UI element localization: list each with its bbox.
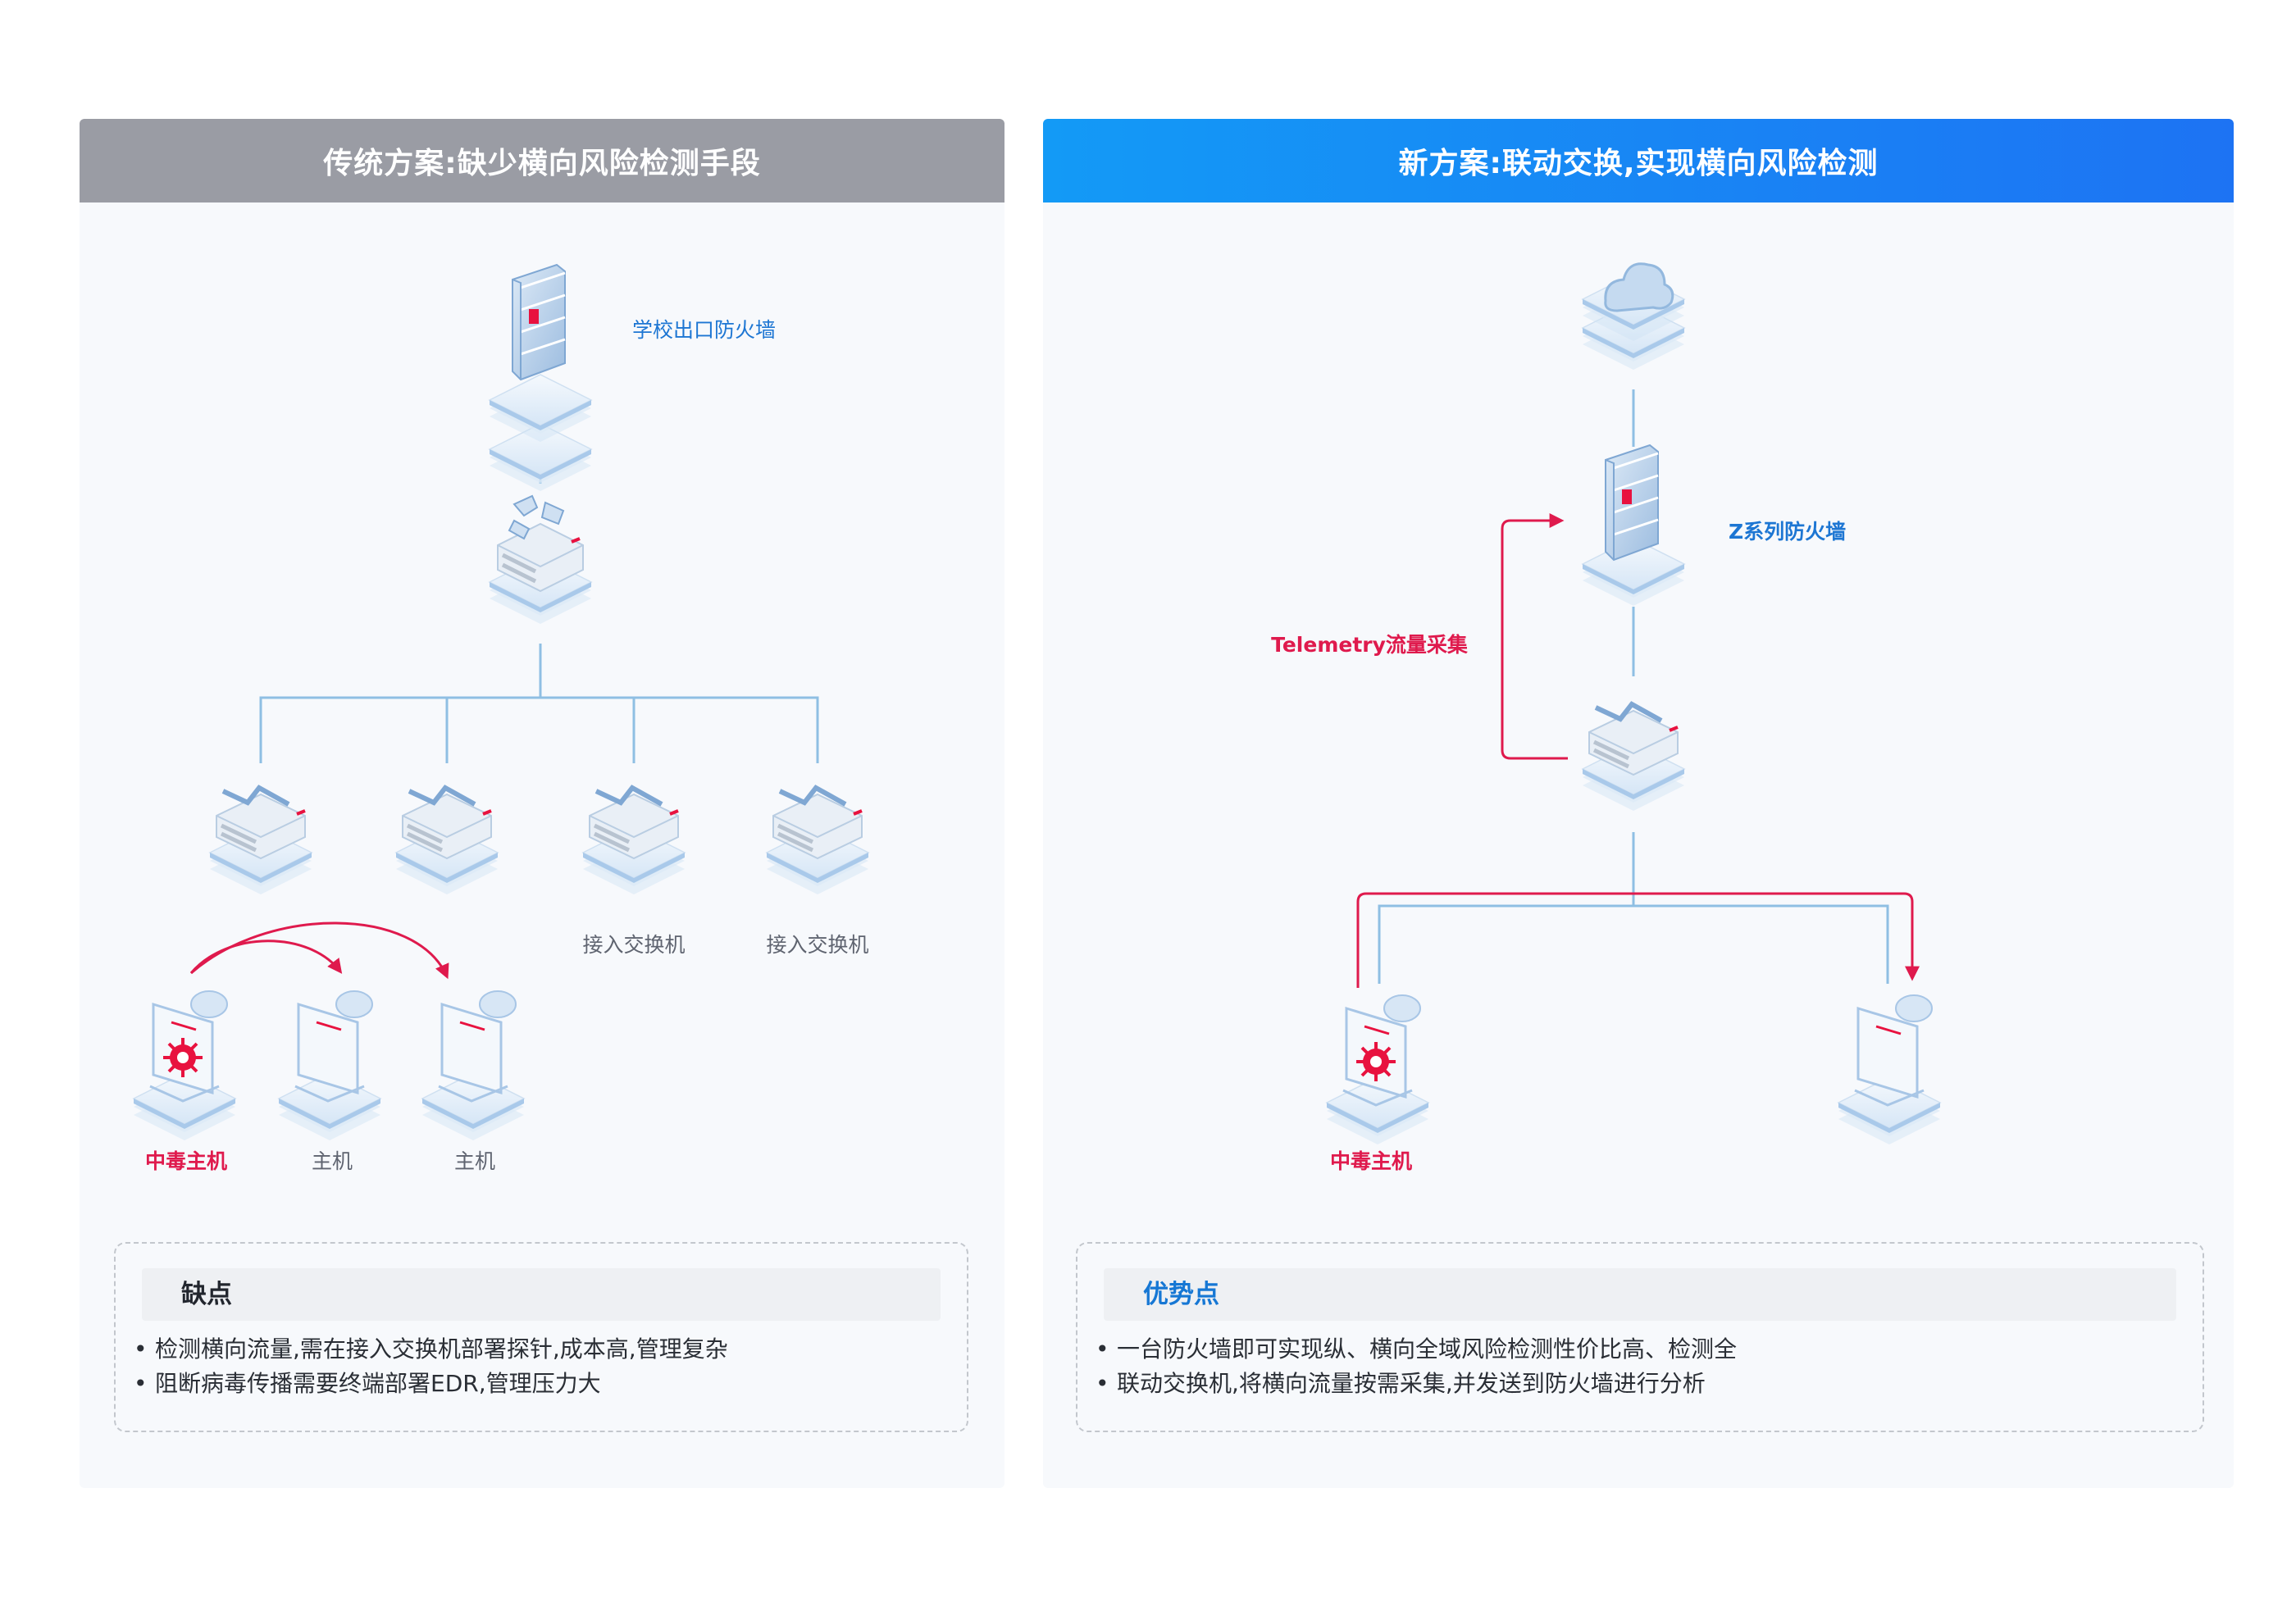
infected-host-icon	[1326, 994, 1429, 1145]
host-icon	[1838, 994, 1941, 1145]
access-switch-icons	[209, 785, 869, 895]
host-label: 主机	[453, 1149, 496, 1173]
host-icons	[133, 990, 525, 1141]
list-item: 一台防火墙即可实现纵、横向全域风险检测性价比高、检测全	[1096, 1332, 1737, 1367]
infected-host-label: 中毒主机	[144, 1149, 228, 1173]
lateral-spread-arrows	[189, 921, 449, 980]
access-switch-label: 接入交换机	[582, 933, 686, 957]
cloud-icon	[1582, 262, 1685, 371]
virus-icon	[163, 1038, 203, 1077]
access-switch-label: 接入交换机	[766, 933, 869, 957]
virus-icon	[1356, 1042, 1396, 1081]
firewall-icon	[489, 263, 592, 492]
new-topology-diagram	[1326, 262, 1941, 1145]
telemetry-arrow	[1501, 513, 1568, 760]
new-solution-header: 新方案:联动交换,实现横向风险检测	[1043, 119, 2234, 202]
advantages-title: 优势点	[1104, 1268, 2176, 1321]
infected-host-label: 中毒主机	[1329, 1149, 1413, 1173]
switch-icon	[1582, 701, 1685, 812]
host-icon	[421, 990, 525, 1141]
traditional-topology-diagram	[133, 263, 869, 1141]
traffic-path-arrow	[1356, 892, 1920, 988]
telemetry-label: Telemetry流量采集	[1271, 633, 1468, 657]
host-icon	[278, 990, 381, 1141]
z-firewall-label: Z系列防火墙	[1729, 520, 1847, 544]
disadvantages-box: 缺点 检测横向流量,需在接入交换机部署探针,成本高,管理复杂 阻断病毒传播需要终…	[114, 1242, 968, 1432]
advantages-list: 一台防火墙即可实现纵、横向全域风险检测性价比高、检测全 联动交换机,将横向流量按…	[1094, 1332, 1737, 1401]
advantages-box: 优势点 一台防火墙即可实现纵、横向全域风险检测性价比高、检测全 联动交换机,将横…	[1076, 1242, 2204, 1432]
list-item: 联动交换机,将横向流量按需采集,并发送到防火墙进行分析	[1096, 1367, 1737, 1401]
z-firewall-icon	[1582, 444, 1685, 607]
school-firewall-label: 学校出口防火墙	[632, 318, 777, 342]
list-item: 阻断病毒传播需要终端部署EDR,管理压力大	[134, 1367, 728, 1401]
traditional-solution-panel: 传统方案:缺少横向风险检测手段	[80, 119, 1004, 1488]
host-label: 主机	[311, 1149, 353, 1173]
disadvantages-list: 检测横向流量,需在接入交换机部署探针,成本高,管理复杂 阻断病毒传播需要终端部署…	[132, 1332, 728, 1401]
infected-host-icon	[133, 990, 236, 1141]
list-item: 检测横向流量,需在接入交换机部署探针,成本高,管理复杂	[134, 1332, 728, 1367]
core-switch-icon	[489, 494, 592, 625]
new-solution-panel: 新方案:联动交换,实现横向风险检测	[1043, 119, 2234, 1488]
traditional-solution-header: 传统方案:缺少横向风险检测手段	[80, 119, 1004, 202]
disadvantages-title: 缺点	[142, 1268, 941, 1321]
